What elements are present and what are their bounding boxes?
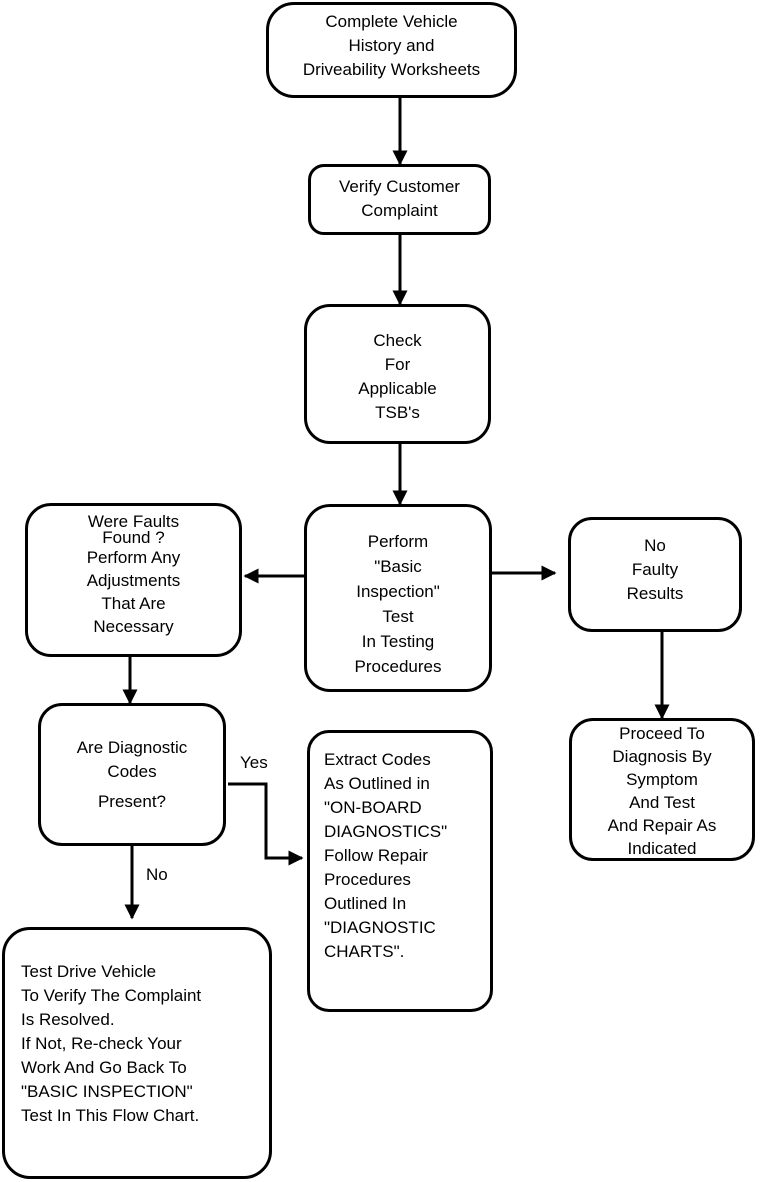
worksheets-text: Complete Vehicle History and Driveabilit… [302, 12, 481, 79]
faults-found-text: Were Faults Found ? Perform Any Adjustme… [86, 512, 181, 636]
no-faulty-results-text: No Faulty Results [626, 536, 684, 603]
basic-inspection-text: Perform "Basic Inspection" Test In Testi… [354, 532, 442, 676]
faults-found-box: Were Faults Found ? Perform Any Adjustme… [25, 503, 242, 657]
codes-present-text: Are Diagnostic Codes Present? [76, 738, 188, 811]
test-drive-text: Test Drive Vehicle To Verify The Complai… [21, 962, 202, 1125]
yes-label: Yes [240, 753, 268, 772]
extract-codes-box: Extract Codes As Outlined in "ON-BOARD D… [307, 730, 493, 1012]
check-tsb-box: Check For Applicable TSB's [304, 304, 491, 444]
arrow-codes-to-extract [228, 782, 304, 866]
worksheets-box: Complete Vehicle History and Driveabilit… [266, 2, 517, 98]
extract-codes-text: Extract Codes As Outlined in "ON-BOARD D… [324, 750, 448, 961]
no-label: No [146, 865, 168, 884]
test-drive-box: Test Drive Vehicle To Verify The Complai… [2, 927, 272, 1179]
verify-complaint-box: Verify Customer Complaint [308, 164, 491, 235]
check-tsb-text: Check For Applicable TSB's [358, 331, 437, 422]
no-faulty-results-box: No Faulty Results [568, 517, 742, 632]
basic-inspection-box: Perform "Basic Inspection" Test In Testi… [304, 504, 492, 692]
verify-complaint-text: Verify Customer Complaint [339, 177, 460, 220]
diagnosis-by-symptom-text: Proceed To Diagnosis By Symptom And Test… [607, 724, 717, 858]
codes-present-box: Are Diagnostic Codes Present? [38, 703, 226, 846]
diagnosis-by-symptom-box: Proceed To Diagnosis By Symptom And Test… [569, 718, 755, 861]
